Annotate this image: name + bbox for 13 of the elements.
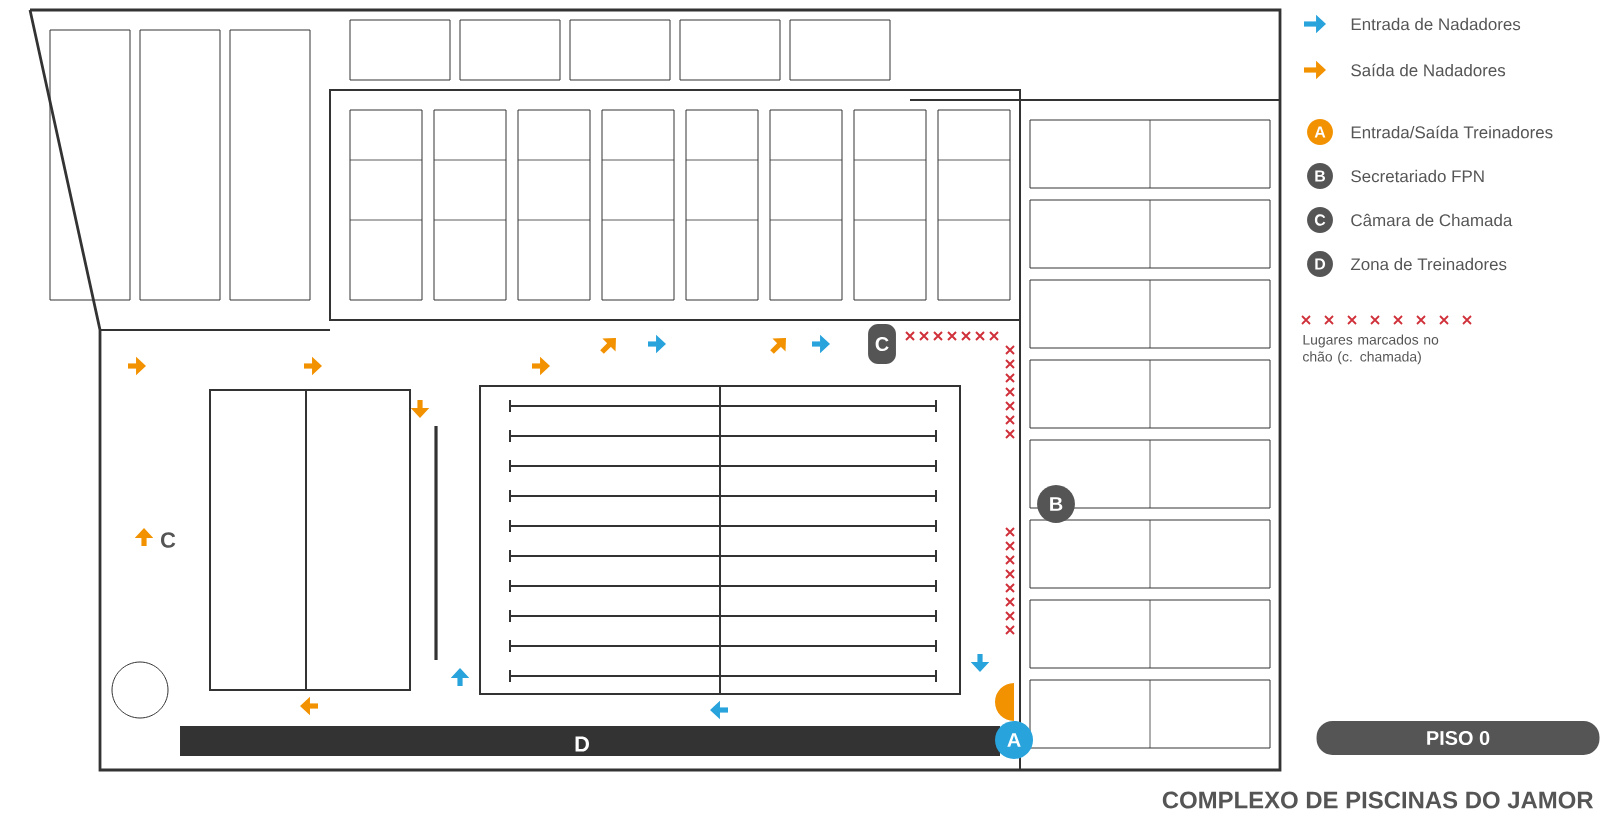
zone-letter: C xyxy=(161,532,176,548)
legend-text: Secretariado FPN xyxy=(1351,169,1484,183)
legend-text: Saída de Nadadores xyxy=(1351,63,1506,77)
legend-text: Entrada/Saída Treinadores xyxy=(1351,125,1553,139)
marker-badge: A xyxy=(995,683,1033,759)
marker-badge: C xyxy=(868,324,896,364)
legend-text: Zona de Treinadores xyxy=(1350,257,1507,271)
legend-text: Câmara de Chamada xyxy=(1351,213,1513,227)
title: COMPLEXO DE PISCINAS DO JAMOR xyxy=(1162,791,1594,809)
legend-text: Entrada de Nadadores xyxy=(1351,17,1521,31)
zone-letter: D xyxy=(575,736,589,752)
floor-badge: PISO 0 xyxy=(1316,721,1600,755)
marker-badge: B xyxy=(1037,485,1075,523)
